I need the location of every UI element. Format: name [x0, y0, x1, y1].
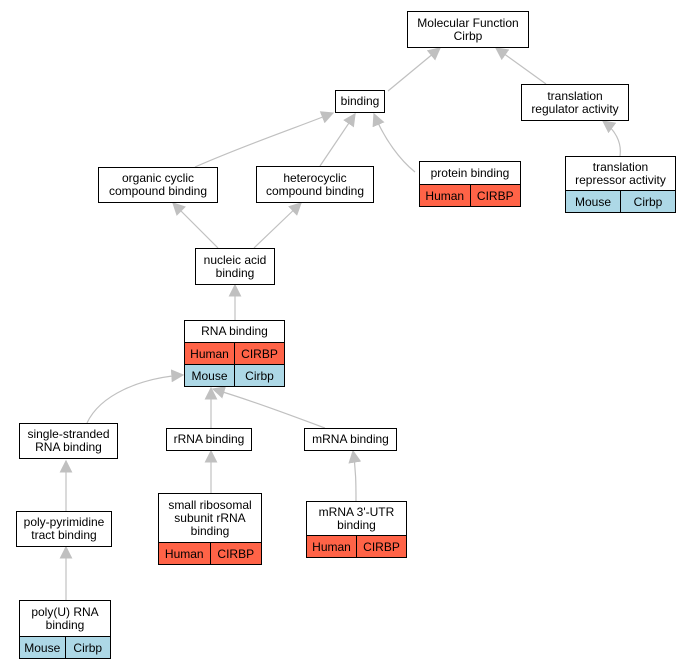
node-label: single-stranded RNA binding: [27, 427, 110, 454]
node-poly-u-rna-binding[interactable]: poly(U) RNA binding Mouse Cirbp: [19, 600, 111, 659]
node-small-ribosomal-subunit-rrna-binding[interactable]: small ribosomal subunit rRNA binding Hum…: [158, 493, 262, 565]
node-label: protein binding: [430, 165, 510, 180]
species-cell: Human: [185, 343, 234, 364]
node-translation-repressor-activity[interactable]: translation repressor activity Mouse Cir…: [565, 156, 676, 213]
node-rrna-binding[interactable]: rRNA binding: [166, 428, 252, 451]
node-label: nucleic acid binding: [203, 252, 267, 280]
node-organic-cyclic-compound-binding[interactable]: organic cyclic compound binding: [98, 167, 218, 203]
node-poly-pyrimidine-tract-binding[interactable]: poly-pyrimidine tract binding: [16, 511, 112, 547]
node-mrna-3-utr-binding[interactable]: mRNA 3'-UTR binding Human CIRBP: [306, 501, 407, 558]
node-label: mRNA binding: [312, 432, 389, 446]
gene-cell: CIRBP: [469, 185, 520, 206]
edge-trepa-to-tra: [601, 120, 621, 157]
edge-mrnab-to-rnab: [211, 386, 326, 429]
node-translation-regulator-activity[interactable]: translation regulator activity: [521, 84, 629, 121]
gene-cell: CIRBP: [209, 543, 261, 564]
node-label: mRNA 3'-UTR binding: [318, 504, 395, 532]
species-cell: Mouse: [566, 191, 620, 212]
node-heterocyclic-compound-binding[interactable]: heterocyclic compound binding: [256, 166, 374, 203]
edge-hcb-to-binding: [319, 112, 356, 167]
gene-cell: Cirbp: [64, 637, 110, 658]
edge-nab-to-hcb: [253, 202, 302, 249]
gene-cell: Cirbp: [234, 365, 284, 386]
node-label: poly(U) RNA binding: [31, 604, 99, 632]
edge-tra-to-mf: [494, 47, 547, 85]
annotation-row-human: Human CIRBP: [307, 535, 406, 557]
node-label: binding: [340, 94, 380, 108]
node-rna-binding[interactable]: RNA binding Human CIRBP Mouse Cirbp: [184, 320, 285, 387]
gene-cell: CIRBP: [356, 536, 406, 557]
node-label: small ribosomal subunit rRNA binding: [168, 497, 252, 538]
annotation-row-mouse: Mouse Cirbp: [185, 364, 284, 386]
species-cell: Mouse: [20, 637, 65, 658]
node-label: organic cyclic compound binding: [108, 171, 208, 198]
annotation-row-human: Human CIRBP: [185, 342, 284, 364]
species-cell: Human: [420, 185, 470, 206]
annotation-row-mouse: Mouse Cirbp: [20, 636, 110, 658]
edge-binding-to-mf: [387, 47, 442, 92]
node-label: Molecular Function Cirbp: [417, 15, 519, 43]
species-cell: Human: [159, 543, 210, 564]
node-mrna-binding[interactable]: mRNA binding: [304, 428, 397, 451]
species-cell: Mouse: [185, 365, 234, 386]
edge-ssrb-to-rnab: [86, 369, 185, 424]
annotation-row-human: Human CIRBP: [159, 542, 261, 564]
node-label: poly-pyrimidine tract binding: [23, 515, 105, 542]
gene-cell: Cirbp: [620, 191, 675, 212]
node-label: translation regulator activity: [531, 88, 619, 116]
node-label: heterocyclic compound binding: [265, 170, 365, 198]
edge-pb-to-binding: [372, 112, 416, 173]
node-single-stranded-rna-binding[interactable]: single-stranded RNA binding: [19, 423, 118, 459]
node-protein-binding[interactable]: protein binding Human CIRBP: [419, 161, 521, 207]
gene-cell: CIRBP: [234, 343, 284, 364]
node-nucleic-acid-binding[interactable]: nucleic acid binding: [195, 248, 275, 285]
annotation-row-mouse: Mouse Cirbp: [566, 190, 675, 212]
edge-nab-to-occb: [172, 202, 219, 249]
node-label: RNA binding: [201, 324, 268, 338]
edge-occb-to-binding: [194, 111, 335, 168]
node-binding[interactable]: binding: [335, 90, 385, 113]
node-label: rRNA binding: [173, 432, 245, 446]
species-cell: Human: [307, 536, 356, 557]
edge-m3utr-to-mrnab: [348, 449, 362, 502]
node-label: translation repressor activity: [575, 159, 666, 187]
annotation-row-human: Human CIRBP: [420, 184, 520, 206]
node-molecular-function[interactable]: Molecular Function Cirbp: [407, 11, 529, 48]
